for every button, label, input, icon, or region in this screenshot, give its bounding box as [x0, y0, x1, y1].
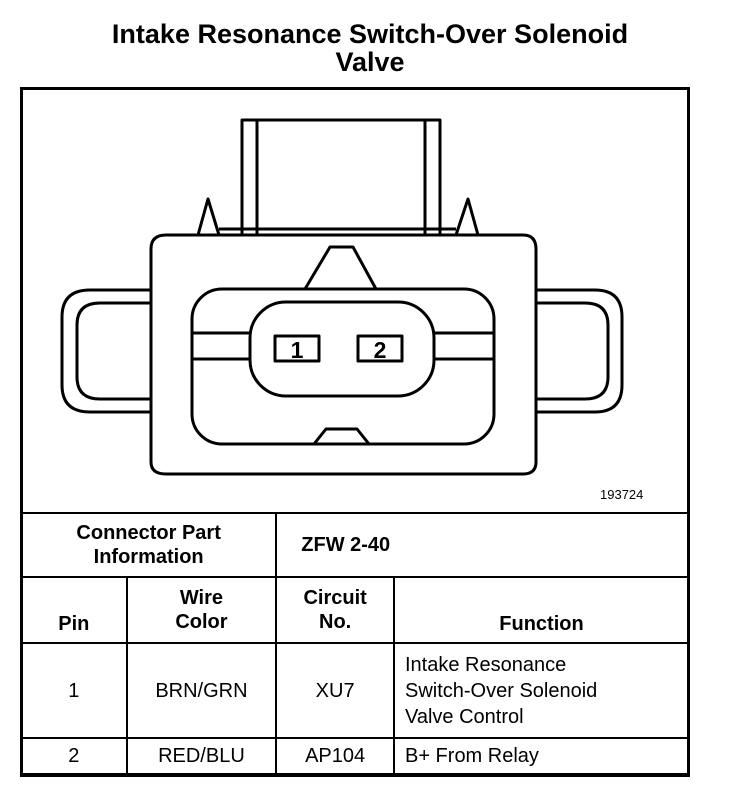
bottom-key-notch [312, 427, 371, 445]
diagram-title: Intake Resonance Switch-Over Solenoid Va… [20, 20, 720, 76]
circuit-header-line-2: No. [319, 611, 352, 633]
right-mounting-ear [536, 288, 624, 414]
wire-color-cell: RED/BLU [125, 737, 278, 775]
title-line-1: Intake Resonance Switch-Over Solenoid [111, 19, 629, 49]
right-guide-spike [454, 197, 480, 237]
connector-info-table: Connector Part Information ZFW 2-40 Pin … [19, 512, 691, 775]
terminal-1-box [273, 334, 321, 363]
function-line-1: Intake Resonance [404, 653, 567, 676]
function-line-3: Valve Control [404, 705, 524, 728]
circuit-header: Circuit No. [275, 576, 395, 644]
right-ear-inner [536, 301, 610, 401]
connector-drawing: 1 2 [60, 118, 624, 476]
circuit-header-line-1: Circuit [303, 587, 367, 609]
connector-part-value: ZFW 2-40 [275, 512, 690, 578]
connector-part-label: Connector Part Information [19, 512, 278, 578]
connector-latch-tab [240, 118, 442, 237]
wire-color-header-line-2: Color [175, 611, 228, 633]
terminal-1-label: 1 [291, 337, 304, 363]
pin-cell: 2 [20, 737, 128, 775]
function-header: Function [392, 576, 691, 644]
wire-color-header: Wire Color [125, 576, 278, 644]
left-mounting-ear [60, 288, 151, 414]
title-line-2: Valve [335, 47, 405, 77]
circuit-cell: AP104 [275, 737, 395, 775]
function-cell: Intake Resonance Switch-Over Solenoid Va… [392, 642, 691, 739]
pin-header: Pin [20, 576, 128, 644]
circuit-cell: XU7 [275, 642, 395, 739]
terminal-2-label: 2 [374, 337, 387, 363]
header-row: Pin Wire Color Circuit No. Function [20, 576, 691, 644]
terminal-2-box [356, 334, 404, 363]
pin-cell: 1 [20, 642, 128, 739]
wire-color-header-line-1: Wire [179, 587, 224, 609]
figure-number: 193724 [600, 487, 644, 502]
table-row: 2 RED/BLU AP104 B+ From Relay [20, 737, 691, 775]
connector-part-label-line-1: Connector Part [76, 522, 221, 544]
terminal-cavity [190, 287, 496, 446]
top-key-notch [303, 245, 378, 290]
function-cell: B+ From Relay [392, 737, 691, 775]
function-line-2: Switch-Over Solenoid [404, 679, 598, 702]
connector-body [149, 233, 538, 476]
wire-color-cell: BRN/GRN [125, 642, 278, 739]
left-ear-inner [75, 301, 151, 401]
left-guide-spike [196, 197, 221, 237]
table-row: 1 BRN/GRN XU7 Intake Resonance Switch-Ov… [20, 642, 691, 739]
terminal-socket [248, 300, 436, 398]
diagram-frame [20, 87, 690, 777]
connector-part-label-line-2: Information [93, 546, 204, 568]
connector-part-row: Connector Part Information ZFW 2-40 [19, 512, 690, 578]
